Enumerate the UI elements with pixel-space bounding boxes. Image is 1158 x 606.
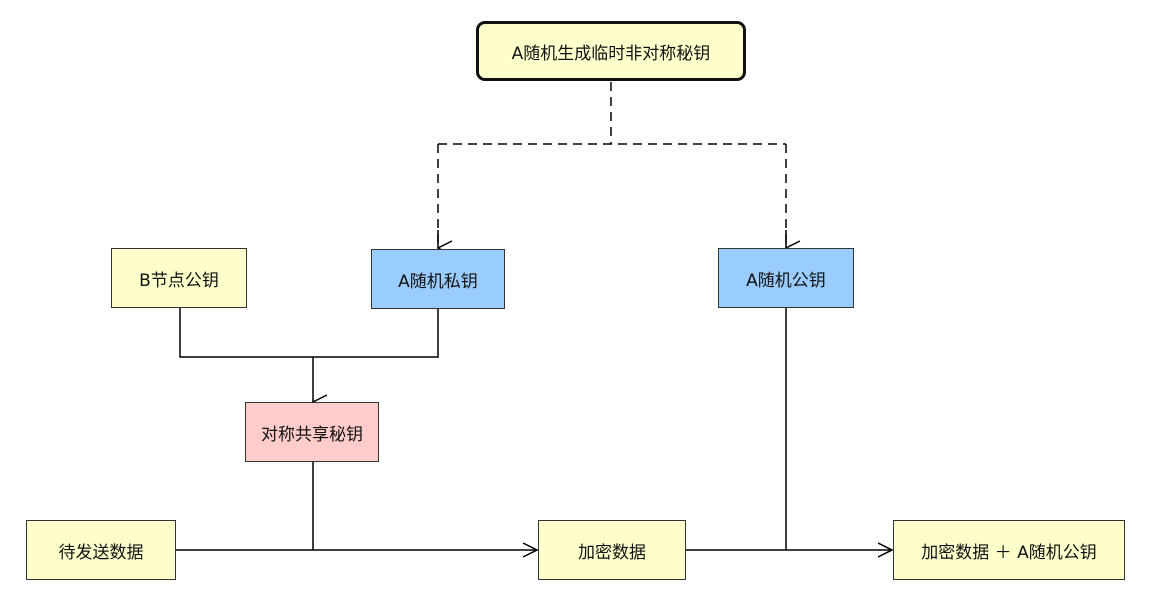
plain-data-label: 待发送数据 — [58, 542, 144, 563]
b-public-key-label: B节点公钥 — [139, 270, 219, 291]
a-private-key-node: A随机私钥 — [371, 249, 505, 309]
a-private-key-label: A随机私钥 — [398, 271, 478, 292]
plain-data-node: 待发送数据 — [26, 520, 176, 580]
output-node: 加密数据 ＋ A随机公钥 — [893, 520, 1125, 580]
dashed-split-connector — [437, 82, 787, 246]
a-public-key-label: A随机公钥 — [746, 270, 826, 291]
shared-key-node: 对称共享秘钥 — [245, 402, 379, 462]
a-public-key-node: A随机公钥 — [718, 248, 854, 308]
encrypted-data-label: 加密数据 — [578, 542, 646, 563]
root-node-label: A随机生成临时非对称秘钥 — [511, 43, 711, 64]
output-label: 加密数据 ＋ A随机公钥 — [921, 542, 1097, 563]
encrypted-data-node: 加密数据 — [538, 520, 686, 580]
b-public-key-node: B节点公钥 — [111, 248, 247, 308]
merge-keys-connector — [179, 308, 439, 358]
shared-key-label: 对称共享秘钥 — [261, 424, 363, 445]
root-node: A随机生成临时非对称秘钥 — [476, 21, 746, 81]
